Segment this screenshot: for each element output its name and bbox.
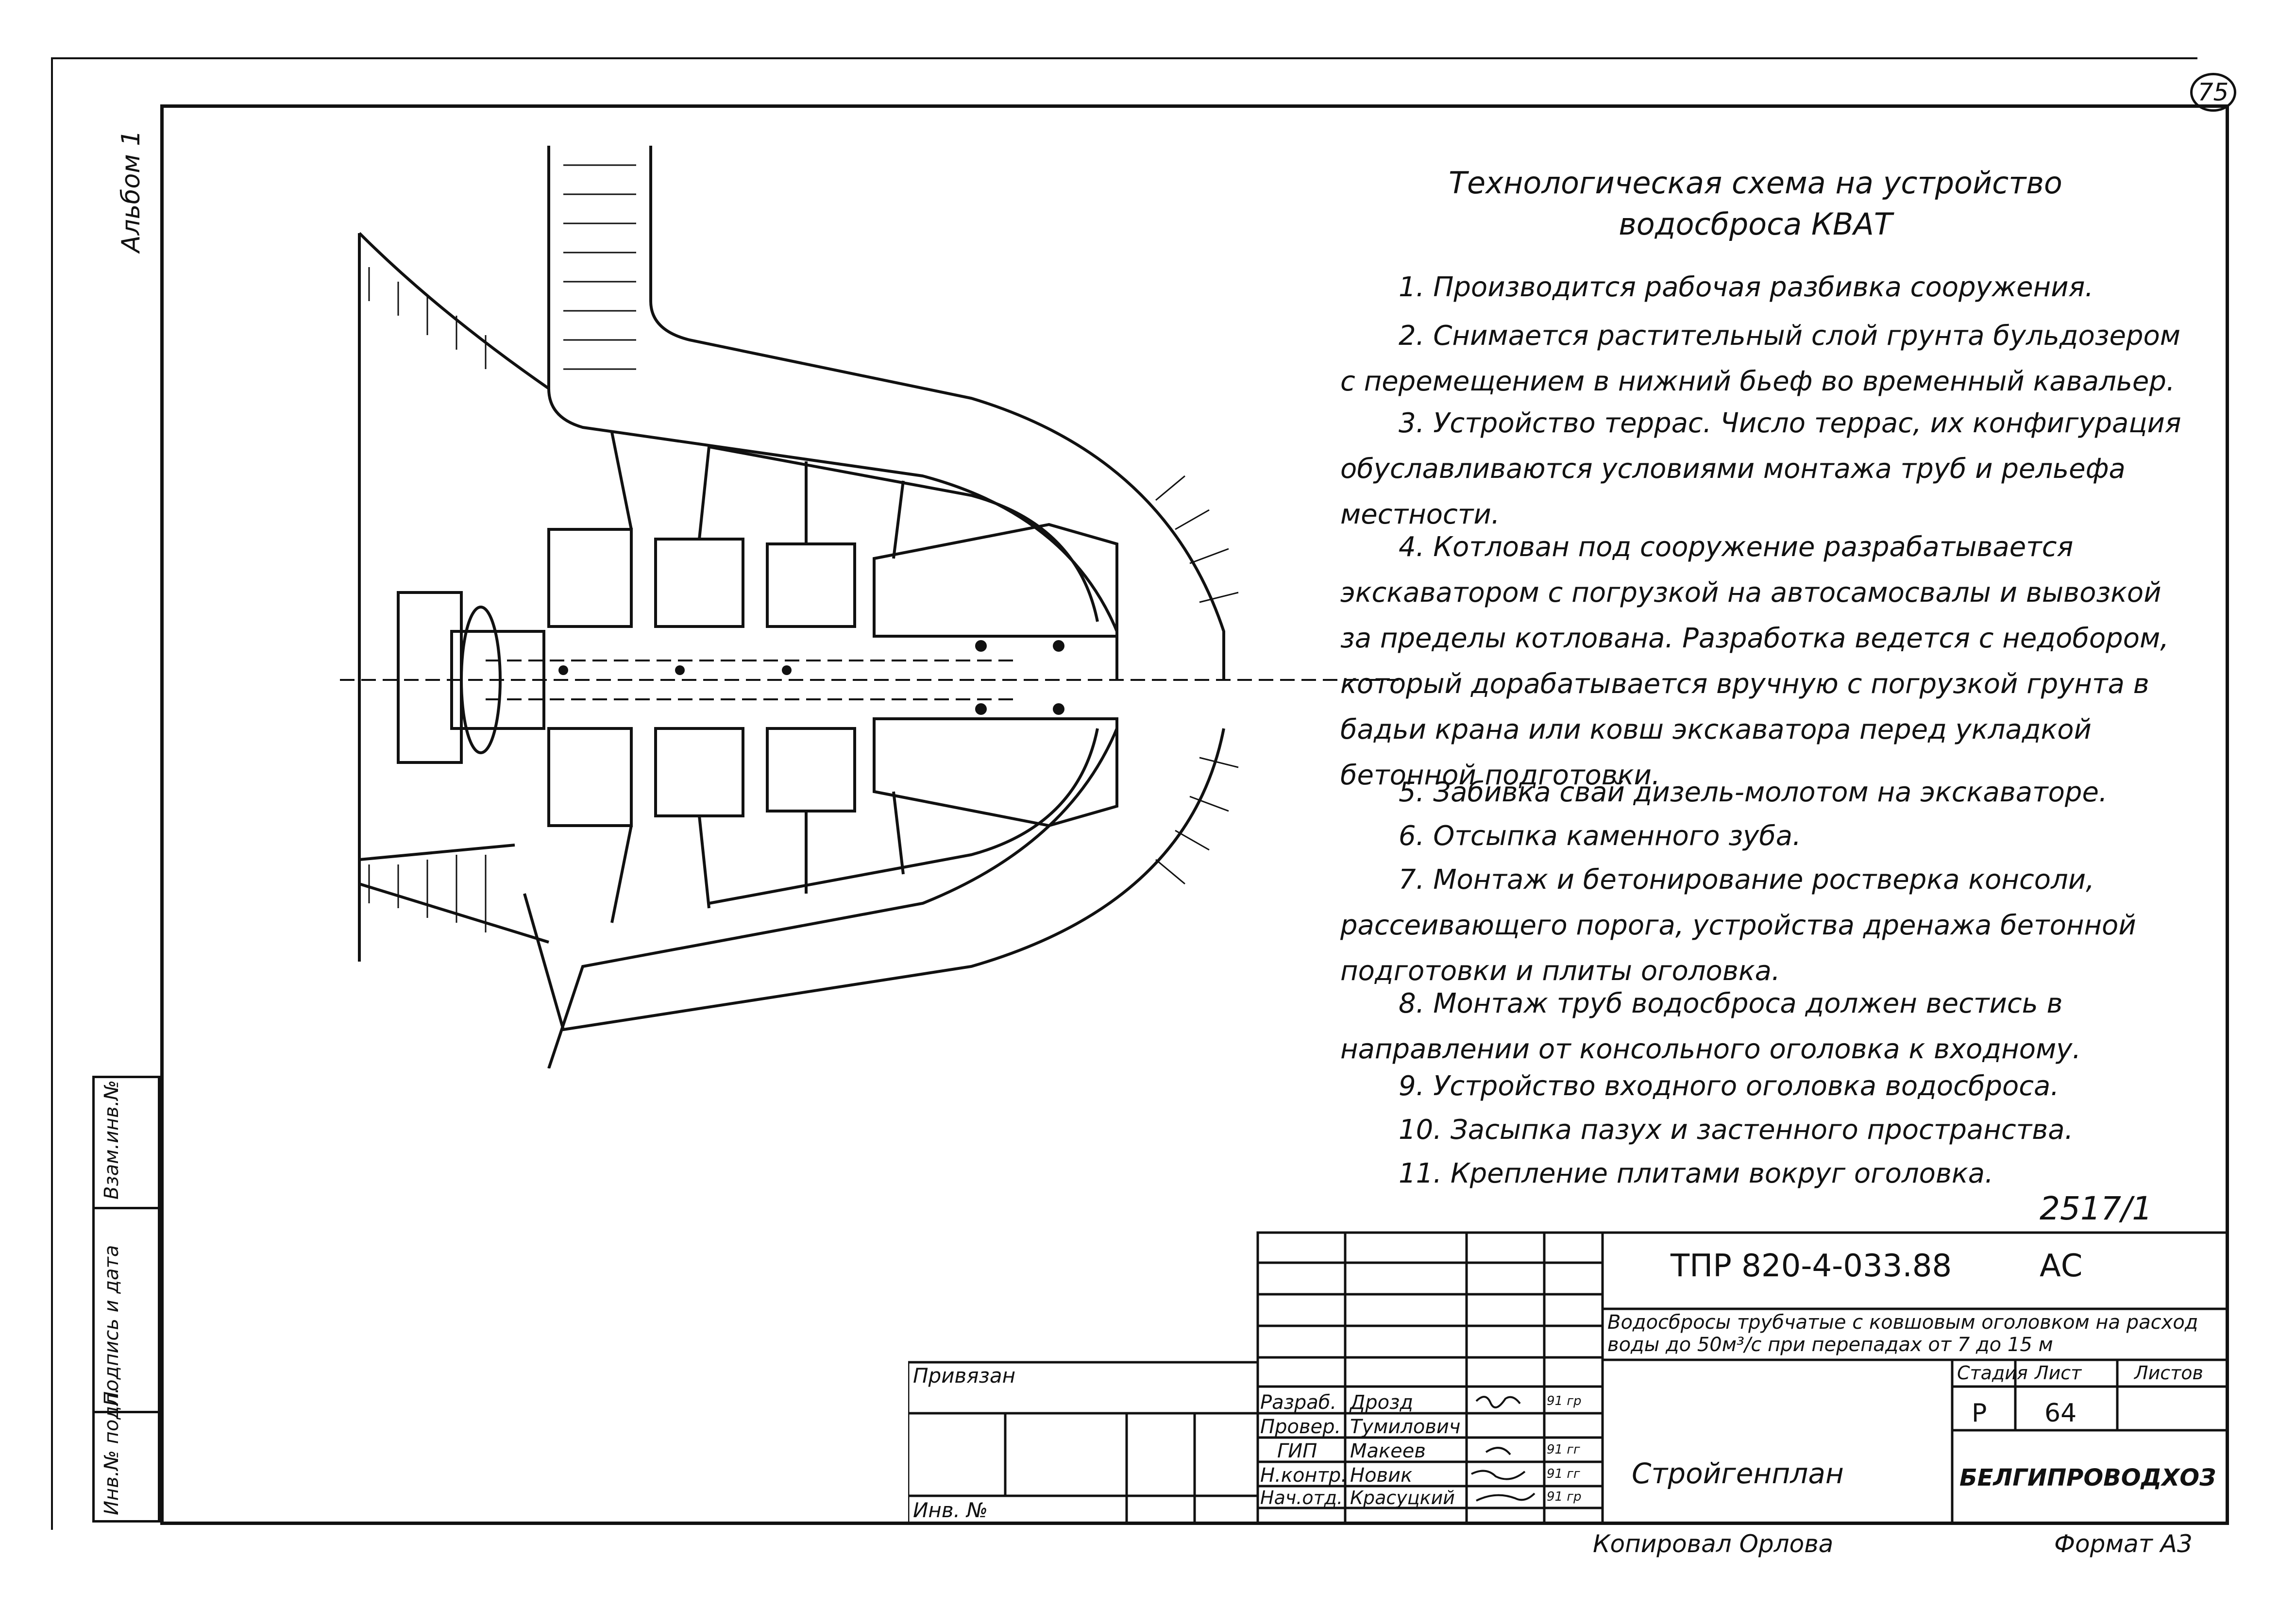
- sheets-label: Листов: [2134, 1362, 2203, 1384]
- pipe-block-2: [654, 538, 744, 628]
- pipe-block-6: [766, 727, 856, 812]
- left-binding-line: [51, 58, 53, 1530]
- doc-mark: АС: [2040, 1248, 2083, 1284]
- title-block-grid: [908, 1231, 2229, 1525]
- margin-stamp: Взам.инв.№ Подпись и дата Инв.№ подл.: [92, 1076, 160, 1523]
- margin-cell-inv: Инв.№ подл.: [95, 1388, 158, 1520]
- role-prover: Провер.: [1260, 1416, 1341, 1438]
- sheet-value: 64: [2044, 1399, 2077, 1428]
- signatures: [1471, 1396, 1536, 1502]
- organization: БЕЛГИПРОВОДХОЗ: [1959, 1464, 2216, 1491]
- pipe-block-1: [547, 528, 633, 628]
- u-terrace-bottom: [709, 728, 1099, 905]
- margin-field-vzam: Взам.инв.№: [101, 1080, 123, 1200]
- handwritten-ref: 2517/1: [2040, 1190, 2153, 1227]
- inv-no-label: Инв. №: [913, 1498, 988, 1522]
- pipe-block-3: [766, 542, 856, 628]
- name-prover: Тумилович: [1350, 1416, 1461, 1438]
- u-terrace-top: [709, 445, 1099, 622]
- upper-channel: [547, 146, 1118, 680]
- pipe-block-5: [654, 727, 744, 817]
- step-4: 4. Котлован под сооружение разрабатывает…: [1340, 531, 2169, 791]
- step-7: 7. Монтаж и бетонирование ростверка конс…: [1340, 864, 2136, 987]
- left-lower-edge: [359, 844, 515, 861]
- name-nkontr: Новик: [1350, 1464, 1413, 1487]
- step-3: 3. Устройство террас. Число террас, их к…: [1340, 407, 2181, 530]
- left-bottom-edge: [359, 882, 549, 944]
- role-gip: ГИП: [1277, 1440, 1317, 1462]
- margin-cell-podpis: Подпись и дата: [95, 1207, 158, 1413]
- pipe-outlet-upper: [873, 523, 1118, 638]
- name-razrab: Дрозд: [1350, 1391, 1414, 1414]
- role-nachotd: Нач.отд.: [1260, 1487, 1343, 1508]
- margin-field-podpis: Подпись и дата: [101, 1245, 123, 1406]
- step-10: 10. Засыпка пазух и застенного пространс…: [1399, 1114, 2074, 1146]
- pipe-outlet-lower: [873, 717, 1118, 828]
- doc-description: Водосбросы трубчатые с ковшовым оголовко…: [1607, 1311, 2198, 1356]
- step-6: 6. Отсыпка каменного зуба.: [1399, 820, 1801, 852]
- name-gip: Макеев: [1350, 1440, 1426, 1462]
- copied-by: Копировал Орлова: [1593, 1530, 1834, 1558]
- name-nachotd: Красуцкий: [1350, 1487, 1455, 1508]
- lower-channel: [547, 728, 1118, 1068]
- sheet-label: Лист: [2035, 1362, 2082, 1384]
- role-nkontr: Н.контр.: [1260, 1464, 1347, 1487]
- date-razrab: 91 гр: [1547, 1394, 1582, 1408]
- heading-line-1: Технологическая схема на устройство: [1449, 165, 2062, 201]
- spillway-plan-drawing: [340, 146, 1399, 1068]
- step-2: 2. Снимается растительный слой грунта бу…: [1340, 320, 2181, 397]
- privyazan-label: Привязан: [913, 1364, 1016, 1388]
- stage-label: Стадия: [1957, 1362, 2028, 1384]
- margin-field-inv: Инв.№ подл.: [101, 1387, 123, 1515]
- heading-line-2: водосброса КВАТ: [1619, 206, 1892, 242]
- album-label: Альбом 1: [117, 130, 146, 253]
- date-nachotd: 91 гр: [1547, 1490, 1582, 1504]
- paper-format: Формат А3: [2054, 1530, 2193, 1558]
- lower-channel-outer: [523, 728, 1225, 1032]
- step-5: 5. Забивка свай дизель-молотом на экскав…: [1399, 777, 2108, 808]
- left-upper-edge: [358, 232, 550, 390]
- step-11: 11. Крепление плитами вокруг оголовка.: [1399, 1158, 1993, 1189]
- step-8: 8. Монтаж труб водосброса должен вестись…: [1340, 988, 2081, 1065]
- step-9: 9. Устройство входного оголовка водосбро…: [1399, 1070, 2060, 1102]
- pipe-block-4: [547, 727, 633, 827]
- sheet-title: Стройгенплан: [1632, 1457, 1844, 1490]
- date-nkontr: 91 гг: [1547, 1467, 1580, 1481]
- date-gip: 91 гг: [1547, 1442, 1580, 1457]
- top-binding-line: [51, 57, 2197, 59]
- page-number: 75: [2190, 73, 2236, 112]
- upper-channel-inner: [649, 146, 1225, 680]
- doc-code: ТПР 820-4-033.88: [1671, 1248, 1952, 1284]
- margin-cell-vzam: Взам.инв.№: [95, 1078, 158, 1209]
- stage-value: Р: [1972, 1399, 1987, 1428]
- role-razrab: Разраб.: [1260, 1391, 1337, 1414]
- step-1: 1. Производится рабочая разбивка сооруже…: [1399, 271, 2094, 303]
